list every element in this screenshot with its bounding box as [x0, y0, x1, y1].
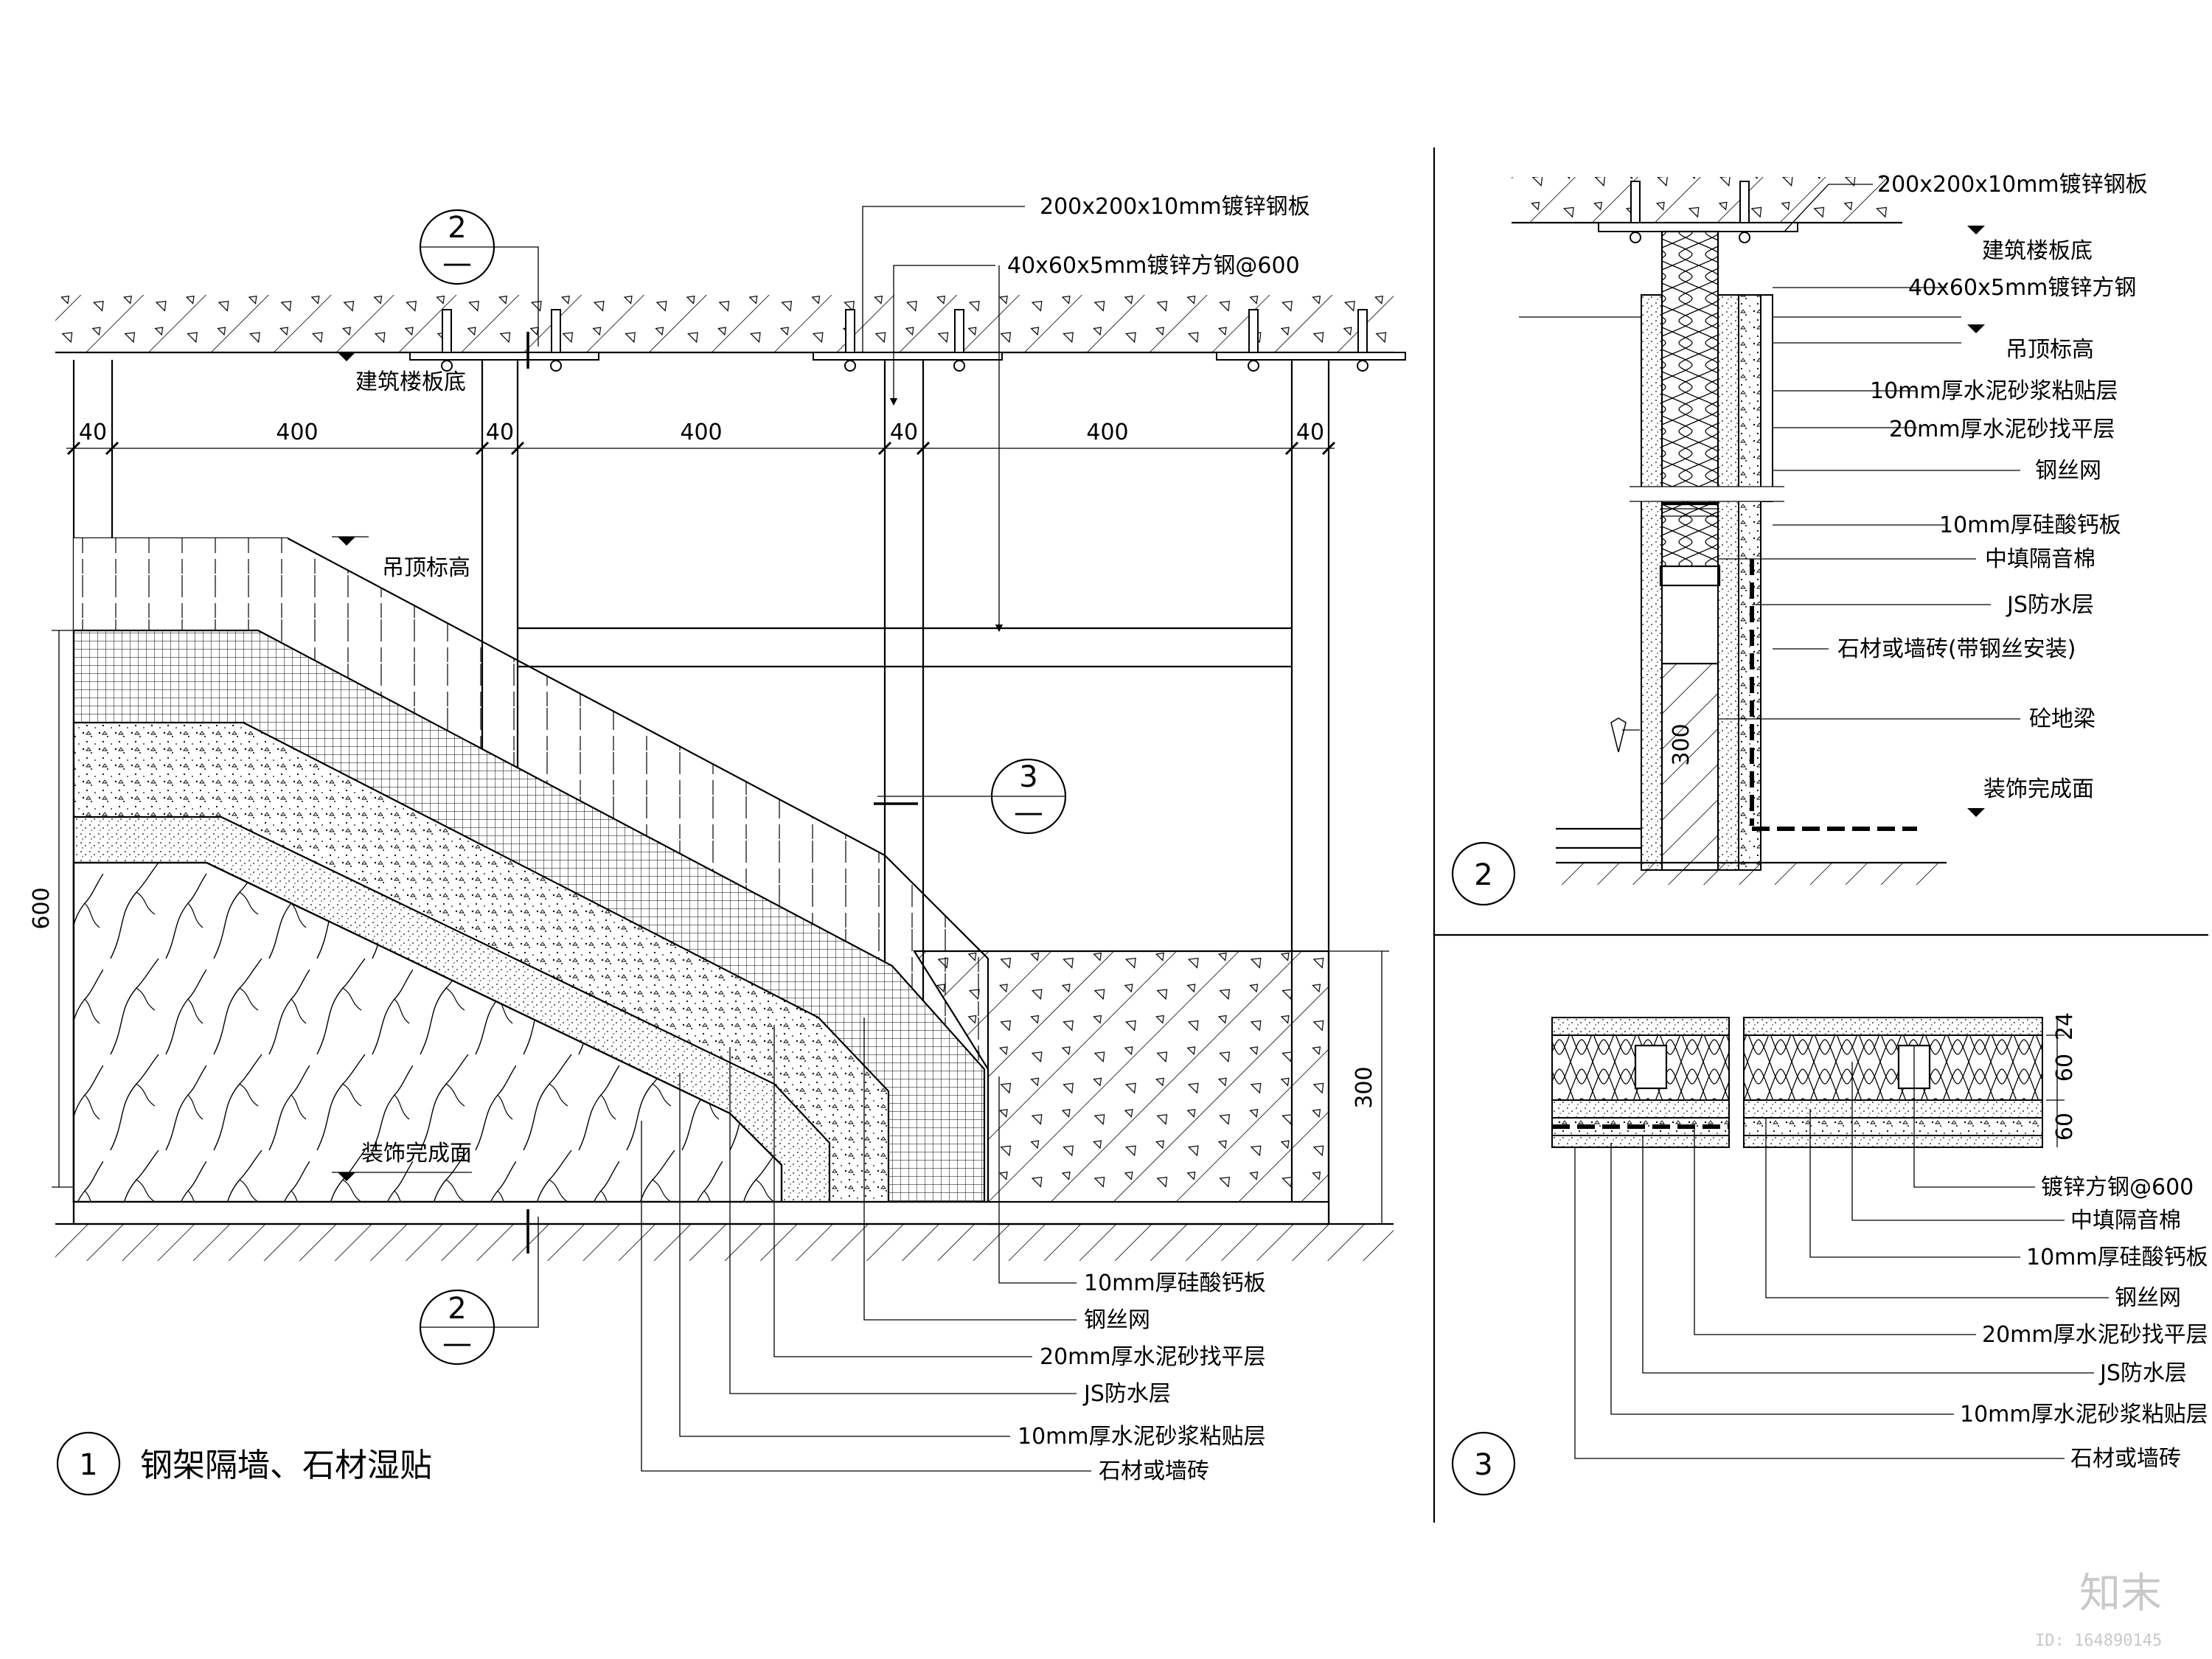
- view1-level-markers: 建筑楼板底 吊顶标高 装饰完成面: [332, 352, 472, 1181]
- watermark: 知末 ID: 164890145: [2035, 1570, 2162, 1650]
- v2-label-9: JS防水层: [2006, 592, 2094, 618]
- v1-label-mesh: 钢丝网: [1084, 1307, 1150, 1333]
- section-mark-2-top-dash: —: [442, 246, 472, 280]
- v2-label-4: 10mm厚水泥砂浆粘贴层: [1870, 378, 2118, 404]
- view3-left-panel: [1551, 1017, 1730, 1148]
- v1-label-leveling: 20mm厚水泥砂找平层: [1040, 1344, 1266, 1370]
- dim-top-5: 40: [890, 420, 918, 445]
- label-finish-level: 装饰完成面: [361, 1141, 472, 1166]
- dim-left-600: 600: [29, 887, 55, 929]
- watermark-brand: 知末: [2079, 1570, 2162, 1618]
- view1-top-slab: [55, 295, 1394, 354]
- watermark-id: ID: 164890145: [2035, 1632, 2162, 1650]
- view-separators: [1433, 147, 2208, 1523]
- v3-label-2: 10mm厚硅酸钙板: [2026, 1245, 2208, 1270]
- v2-label-10: 石材或墙砖(带钢丝安装): [1837, 636, 2076, 662]
- dim-top-6: 400: [1086, 420, 1128, 445]
- dim-top-1: 40: [79, 420, 107, 445]
- v3-dim-0: 24: [2052, 1012, 2078, 1040]
- v3-label-5: JS防水层: [2098, 1360, 2187, 1386]
- label-square-steel: 40x60x5mm镀锌方钢@600: [1007, 253, 1300, 279]
- view1-dimension-top: 40 400 40 400 40 400 40: [66, 420, 1336, 509]
- section-mark-2-bottom[interactable]: 2 —: [419, 1209, 539, 1366]
- v1-label-adhesive: 10mm厚水泥砂浆粘贴层: [1018, 1424, 1266, 1450]
- v3-label-0: 镀锌方钢@600: [2041, 1175, 2194, 1200]
- view1-dimension-left: 600: [29, 630, 74, 1188]
- view2-callouts: [1718, 184, 2020, 720]
- view1-floor-slab: [55, 1200, 1394, 1261]
- label-slab-bottom: 建筑楼板底: [355, 369, 466, 395]
- view3-callouts: [1574, 1046, 2109, 1459]
- dim-top-4: 400: [680, 420, 722, 445]
- view1-bottom-callouts: 10mm厚硅酸钙板 钢丝网 20mm厚水泥砂找平层 JS防水层 10mm厚水泥砂…: [641, 1018, 1266, 1484]
- section-mark-2-top-number: 2: [448, 211, 466, 245]
- dim-right-300: 300: [1352, 1066, 1377, 1108]
- section-mark-2-top[interactable]: 2 —: [419, 209, 539, 369]
- view3-dimensions: 24 60 60: [2046, 1012, 2078, 1147]
- v3-label-1: 中填隔音棉: [2070, 1208, 2181, 1234]
- v1-label-silicate: 10mm厚硅酸钙板: [1084, 1270, 1266, 1296]
- section-mark-3-number: 3: [1019, 760, 1037, 794]
- view1-dimension-right: 300: [1329, 950, 1389, 1225]
- v1-label-stone: 石材或墙砖: [1099, 1458, 1209, 1484]
- view1-title: 钢架隔墙、石材湿贴: [140, 1447, 432, 1484]
- v3-dim-1: 60: [2052, 1054, 2078, 1082]
- v2-label-12: 装饰完成面: [1983, 776, 2094, 802]
- view2-section: 300 200x200x10mm镀锌钢板 建筑楼板底 40x60x5mm镀锌方钢…: [1451, 172, 2148, 906]
- v3-label-4: 20mm厚水泥砂找平层: [1982, 1322, 2208, 1348]
- label-steel-plate: 200x200x10mm镀锌钢板: [1040, 194, 1310, 220]
- v2-label-5: 20mm厚水泥砂找平层: [1889, 417, 2115, 442]
- dim-top-2: 400: [276, 420, 318, 445]
- view1-number: 1: [79, 1448, 97, 1482]
- v2-label-7: 10mm厚硅酸钙板: [1939, 512, 2121, 538]
- v3-label-7: 石材或墙砖: [2070, 1446, 2181, 1472]
- section-mark-3-dash: —: [1014, 796, 1043, 830]
- view1-elevation: 40 400 40 400 40 400 40 600 300 建筑楼板底: [29, 194, 1406, 1496]
- dim-top-7: 40: [1296, 420, 1324, 445]
- view3-labels: 镀锌方钢@600 中填隔音棉 10mm厚硅酸钙板 钢丝网 20mm厚水泥砂找平层…: [1960, 1175, 2208, 1472]
- v2-label-1: 建筑楼板底: [1982, 238, 2093, 264]
- v2-label-3: 吊顶标高: [2006, 337, 2094, 363]
- v2-label-2: 40x60x5mm镀锌方钢: [1908, 275, 2136, 301]
- view1-steel-plates: [409, 309, 1406, 372]
- v3-label-6: 10mm厚水泥砂浆粘贴层: [1960, 1402, 2208, 1427]
- label-ceiling-level: 吊顶标高: [382, 555, 470, 581]
- view2-dim-300: 300: [1669, 723, 1694, 765]
- view2-labels: 200x200x10mm镀锌钢板 建筑楼板底 40x60x5mm镀锌方钢 吊顶标…: [1837, 172, 2148, 802]
- section-mark-3[interactable]: 3 —: [874, 758, 1067, 835]
- v2-label-6: 钢丝网: [2035, 458, 2101, 484]
- view2-number: 2: [1474, 858, 1492, 892]
- section-mark-2-bottom-number: 2: [448, 1292, 466, 1326]
- v1-label-waterproof: JS防水层: [1082, 1381, 1171, 1407]
- view1-title-block: 1 钢架隔墙、石材湿贴: [56, 1431, 432, 1496]
- v2-label-0: 200x200x10mm镀锌钢板: [1877, 172, 2148, 198]
- view1-layers: [72, 537, 1330, 1225]
- view3-right-panel: [1743, 1017, 2043, 1148]
- v3-label-3: 钢丝网: [2115, 1285, 2181, 1311]
- view1-top-callouts: 200x200x10mm镀锌钢板 40x60x5mm镀锌方钢@600: [862, 194, 1310, 633]
- view3-number: 3: [1474, 1448, 1492, 1482]
- v3-dim-2: 60: [2052, 1113, 2078, 1141]
- section-mark-2-bottom-dash: —: [442, 1326, 472, 1360]
- view3-plan-section: 24 60 60 镀锌方钢@600 中填隔音棉 10mm厚硅酸钙板 钢丝网 20…: [1451, 1012, 2208, 1496]
- v2-label-8: 中填隔音棉: [1985, 546, 2096, 572]
- v2-label-11: 砼地梁: [2029, 706, 2096, 732]
- dim-top-3: 40: [486, 420, 514, 445]
